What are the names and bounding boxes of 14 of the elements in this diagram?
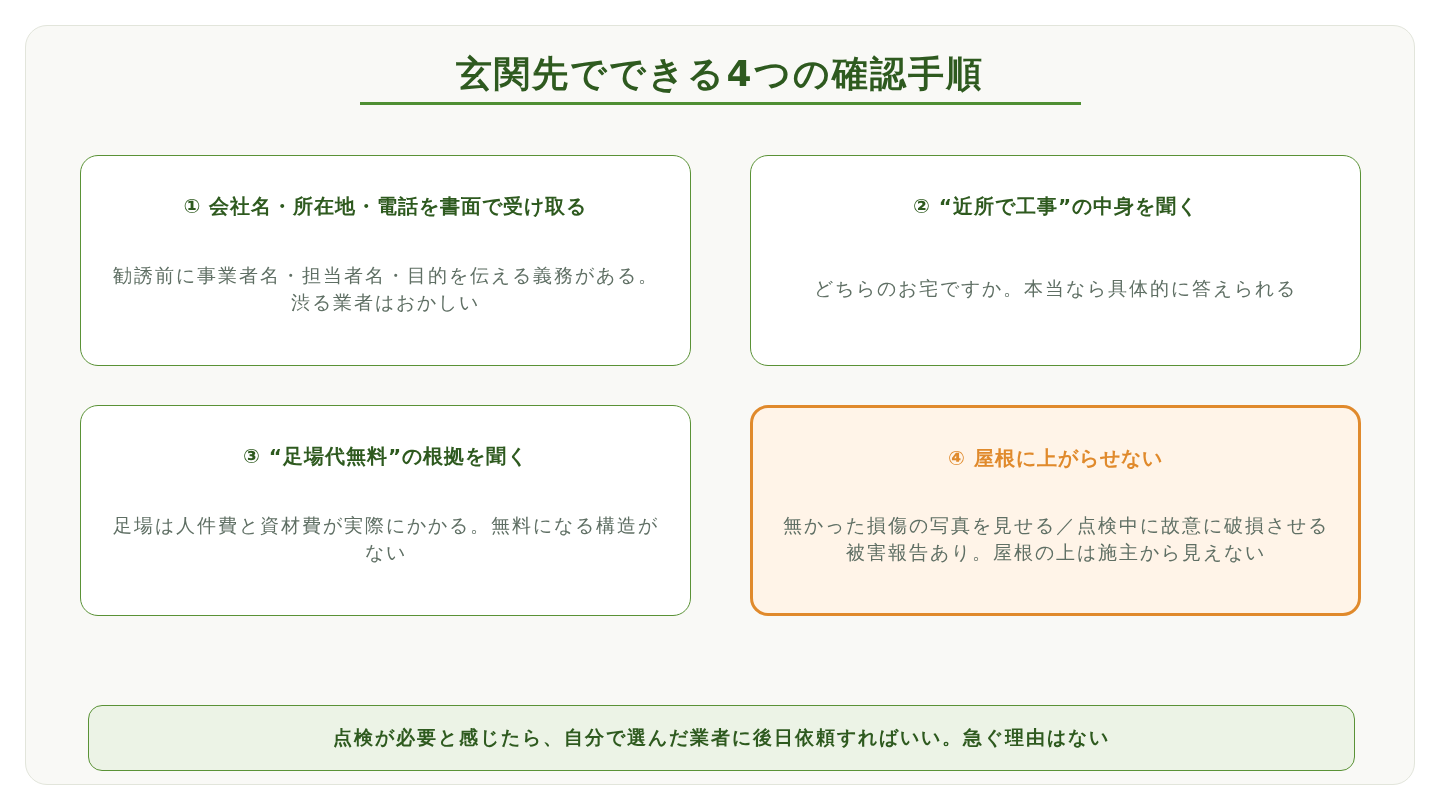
card-text: 無かった損傷の写真を見せる／点検中に故意に破損させる被害報告あり。屋根の上は施主から見えない (781, 512, 1330, 565)
card-heading: ④ 屋根に上がらせない (948, 445, 1163, 472)
card-text: 勧誘前に事業者名・担当者名・目的を伝える義務がある。渋る業者はおかしい (111, 262, 660, 315)
card-heading: ② “近所で工事”の中身を聞く (912, 193, 1199, 220)
title-heading: 玄関先でできる4つの確認手順 (456, 52, 984, 96)
step-card (750, 155, 1361, 366)
card-heading: ① 会社名・所在地・電話を書面で受け取る (183, 193, 588, 220)
step-card (80, 405, 691, 616)
note-banner: 点検が必要と感じたら、自分で選んだ業者に後日依頼すればいい。急ぐ理由はない (88, 705, 1355, 771)
step-card (80, 155, 691, 366)
card-text: 足場は人件費と資材費が実際にかかる。無料になる構造がない (111, 512, 660, 565)
card-heading: ③ “足場代無料”の根拠を聞く (242, 443, 529, 470)
highlighted-step-card (750, 405, 1361, 616)
card-text: どちらのお宅ですか。本当なら具体的に答えられる (814, 276, 1297, 301)
